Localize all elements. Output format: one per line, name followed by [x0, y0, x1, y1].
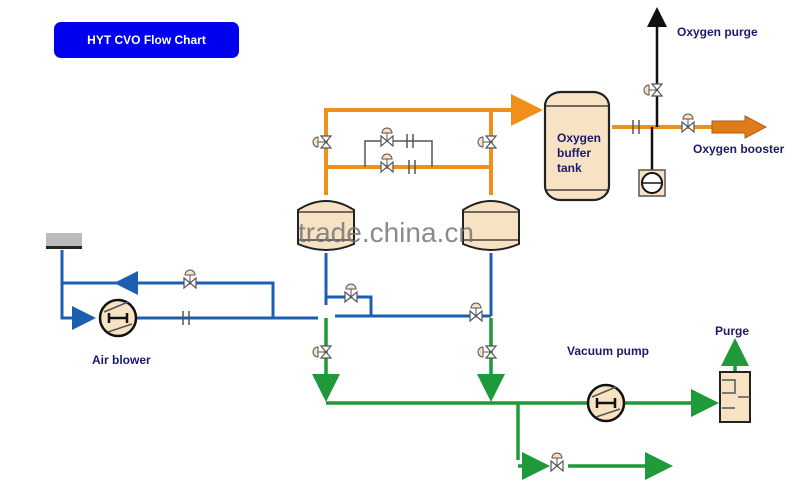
title-banner: HYT CVO Flow Chart	[54, 22, 239, 58]
booster-valve[interactable]	[681, 113, 695, 133]
bypass-valve-lower[interactable]	[380, 153, 394, 173]
tank-label-1: Oxygen	[557, 131, 601, 145]
vacuum-pump-label: Vacuum pump	[567, 344, 649, 358]
air-valve-left[interactable]	[344, 283, 358, 303]
silencer-icon	[719, 371, 751, 423]
air-return-valve[interactable]	[183, 269, 197, 289]
vacuum-branch-valve[interactable]	[550, 452, 564, 472]
purge-line	[647, 7, 667, 170]
tank-label-2: buffer	[557, 146, 591, 160]
air-blower-label: Air blower	[92, 353, 151, 367]
watermark: trade.china.cn	[298, 217, 474, 248]
air-intake-filter-icon	[46, 233, 82, 249]
air-blower-icon	[98, 298, 138, 338]
purge-valve[interactable]	[643, 83, 663, 97]
vacuum-pump-icon	[586, 383, 626, 423]
oxygen-booster-arrow	[711, 115, 768, 139]
title-text: HYT CVO Flow Chart	[87, 33, 206, 47]
oxygen-buffer-tank: Oxygen buffer tank	[543, 90, 611, 202]
vacuum-lines	[312, 318, 749, 480]
vacuum-valve-right[interactable]	[477, 345, 497, 359]
pressure-gauge-icon	[638, 169, 666, 197]
purge-label: Purge	[715, 324, 749, 338]
oxygen-purge-label: Oxygen purge	[677, 25, 758, 39]
oxygen-lines	[324, 94, 715, 195]
oxygen-valve-right[interactable]	[477, 135, 497, 149]
air-lines	[60, 250, 493, 330]
oxygen-booster-label: Oxygen booster	[693, 142, 785, 156]
air-valve-right[interactable]	[469, 302, 483, 322]
bypass-valve-upper[interactable]	[380, 127, 394, 147]
bypass-lines	[364, 140, 433, 167]
tank-label-3: tank	[557, 161, 582, 175]
vacuum-valve-left[interactable]	[312, 345, 332, 359]
oxygen-valve-left[interactable]	[312, 135, 332, 149]
